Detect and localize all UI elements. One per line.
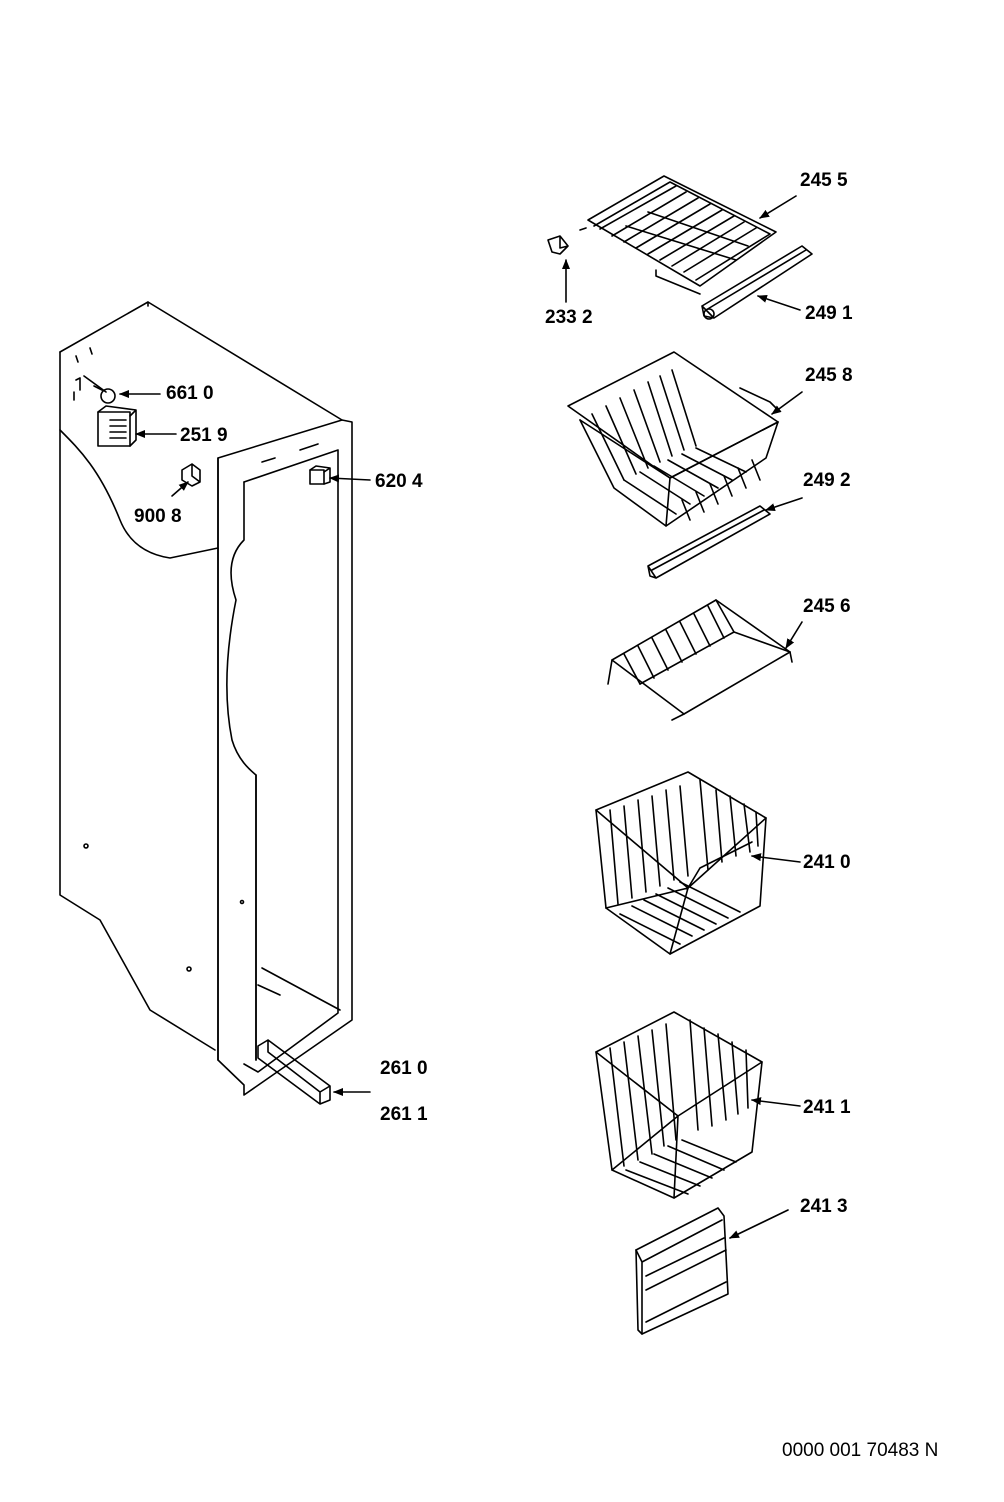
- leader-lines-top: [562, 195, 801, 311]
- part-241-0-basket: [595, 771, 767, 955]
- callout-245-5: 245 5: [800, 170, 848, 191]
- document-number: 0000 001 70483 N: [782, 1440, 939, 1461]
- callout-245-8: 245 8: [805, 365, 853, 386]
- callout-620-4: 620 4: [375, 471, 423, 492]
- callout-249-2: 249 2: [803, 470, 851, 491]
- part-251-9-housing: [97, 405, 137, 447]
- callout-900-8: 900 8: [134, 506, 182, 527]
- leader-lines-middle: [765, 391, 803, 511]
- callout-249-1: 249 1: [805, 303, 853, 324]
- part-241-1-basket: [595, 1011, 763, 1199]
- callout-661-0: 661 0: [166, 383, 214, 404]
- part-241-3-front: [635, 1207, 729, 1335]
- callout-251-9: 251 9: [180, 425, 228, 446]
- callout-245-6: 245 6: [803, 596, 851, 617]
- part-261-rail: [257, 1039, 331, 1105]
- callout-261-1: 261 1: [380, 1104, 428, 1125]
- part-233-2-clip: [547, 235, 569, 255]
- part-661-0-lamp: [83, 375, 116, 404]
- leader-lines-left: [119, 390, 371, 1096]
- part-245-5-wire-shelf: [579, 175, 777, 295]
- part-245-8-basket: [567, 351, 779, 527]
- part-245-6-wire-shelf: [607, 599, 793, 721]
- part-249-1-trim: [701, 245, 813, 320]
- leader-lines-shelf: [785, 621, 803, 649]
- callout-241-1: 241 1: [803, 1097, 851, 1118]
- leader-lines-front: [729, 1209, 789, 1239]
- part-900-8-clip: [181, 463, 201, 487]
- part-249-2-trim: [647, 505, 771, 579]
- callout-261-0: 261 0: [380, 1058, 428, 1079]
- freezer-cabinet: [59, 301, 353, 1096]
- callout-241-0: 241 0: [803, 852, 851, 873]
- part-620-4-bracket: [309, 465, 331, 485]
- callout-241-3: 241 3: [800, 1196, 848, 1217]
- leader-lines-basket-2: [751, 1097, 801, 1107]
- callout-233-2: 233 2: [545, 307, 593, 328]
- leader-lines-basket-1: [751, 853, 801, 863]
